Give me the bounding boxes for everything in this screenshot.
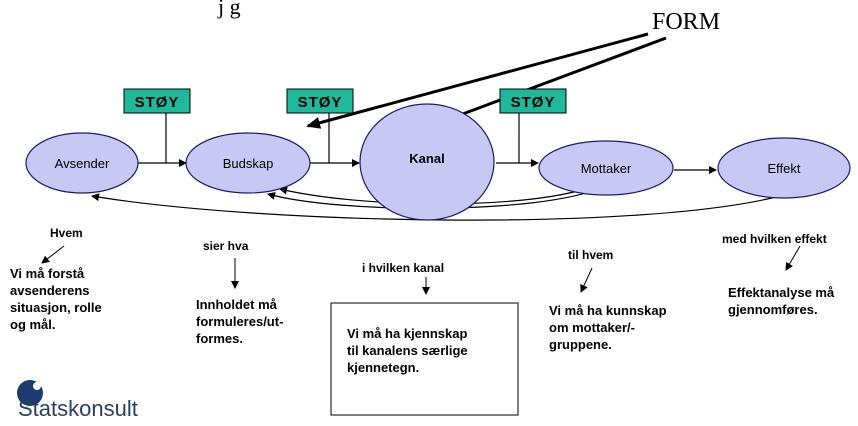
noise-label: STØY (511, 94, 556, 111)
note-line: avsenderens (10, 283, 90, 298)
note-line: Innholdet må (196, 297, 277, 312)
note-line: formes. (196, 331, 243, 346)
form-arrow-to-budskap (306, 32, 649, 129)
node-label: Effekt (767, 161, 800, 176)
logo-text: Statskonsult (18, 396, 138, 421)
noise-box-2: STØY (286, 88, 354, 114)
note-line: til kanalens særlige (347, 343, 468, 358)
note-line: situasjon, rolle (10, 300, 102, 315)
note-line: gjennomføres. (728, 302, 818, 317)
arrow-til-hvem (580, 267, 593, 293)
top-caption: j g (217, 0, 241, 19)
note-line: Vi må forstå (10, 266, 85, 281)
note-line: Vi må ha kunnskap (549, 303, 667, 318)
note-line: og mål. (10, 317, 56, 332)
noise-box-3: STØY (499, 88, 567, 114)
node-mottaker: Mottaker (538, 140, 674, 196)
question-til-hvem: til hvem (568, 248, 614, 262)
note-kanal: Vi må ha kjennskap til kanalens særlige … (347, 325, 468, 376)
node-label: Budskap (223, 156, 274, 171)
question-effekt: med hvilken effekt (722, 232, 827, 246)
arrow-effekt (785, 245, 801, 271)
noise-label: STØY (298, 94, 343, 111)
kanal-note-box (330, 302, 519, 416)
note-line: formuleres/ut- (196, 314, 284, 329)
note-effekt: Effektanalyse må gjennomføres. (728, 284, 834, 318)
note-line: Effektanalyse må (728, 285, 835, 300)
note-mottaker: Vi må ha kunnskap om mottaker/- gruppene… (549, 302, 667, 353)
question-kanal: i hvilken kanal (362, 261, 445, 275)
node-budskap: Budskap (185, 132, 311, 194)
note-line: kjennetegn. (347, 360, 420, 375)
note-line: Vi må ha kjennskap (347, 326, 468, 341)
feedback-effekt-avsender (91, 193, 781, 221)
node-label: Kanal (409, 151, 444, 166)
noise-box-1: STØY (123, 88, 191, 114)
node-effekt: Effekt (717, 137, 851, 199)
note-avsender: Vi må forstå avsenderens situasjon, roll… (10, 265, 102, 333)
question-hva: sier hva (203, 239, 249, 253)
node-avsender: Avsender (25, 132, 139, 194)
note-budskap: Innholdet må formuleres/ut- formes. (196, 296, 283, 347)
node-kanal: Kanal (359, 103, 495, 221)
form-arrow-to-kanal (434, 36, 667, 126)
note-line: om mottaker/- (549, 320, 635, 335)
statskonsult-logo: Statskonsult (17, 380, 138, 421)
arrow-hvem (41, 245, 65, 264)
question-hvem: Hvem (50, 226, 83, 240)
form-label: FORM (652, 9, 720, 35)
node-label: Mottaker (581, 161, 632, 176)
note-line: gruppene. (549, 337, 612, 352)
node-label: Avsender (55, 156, 110, 171)
logo-highlight-icon (33, 382, 41, 390)
noise-label: STØY (135, 94, 180, 111)
